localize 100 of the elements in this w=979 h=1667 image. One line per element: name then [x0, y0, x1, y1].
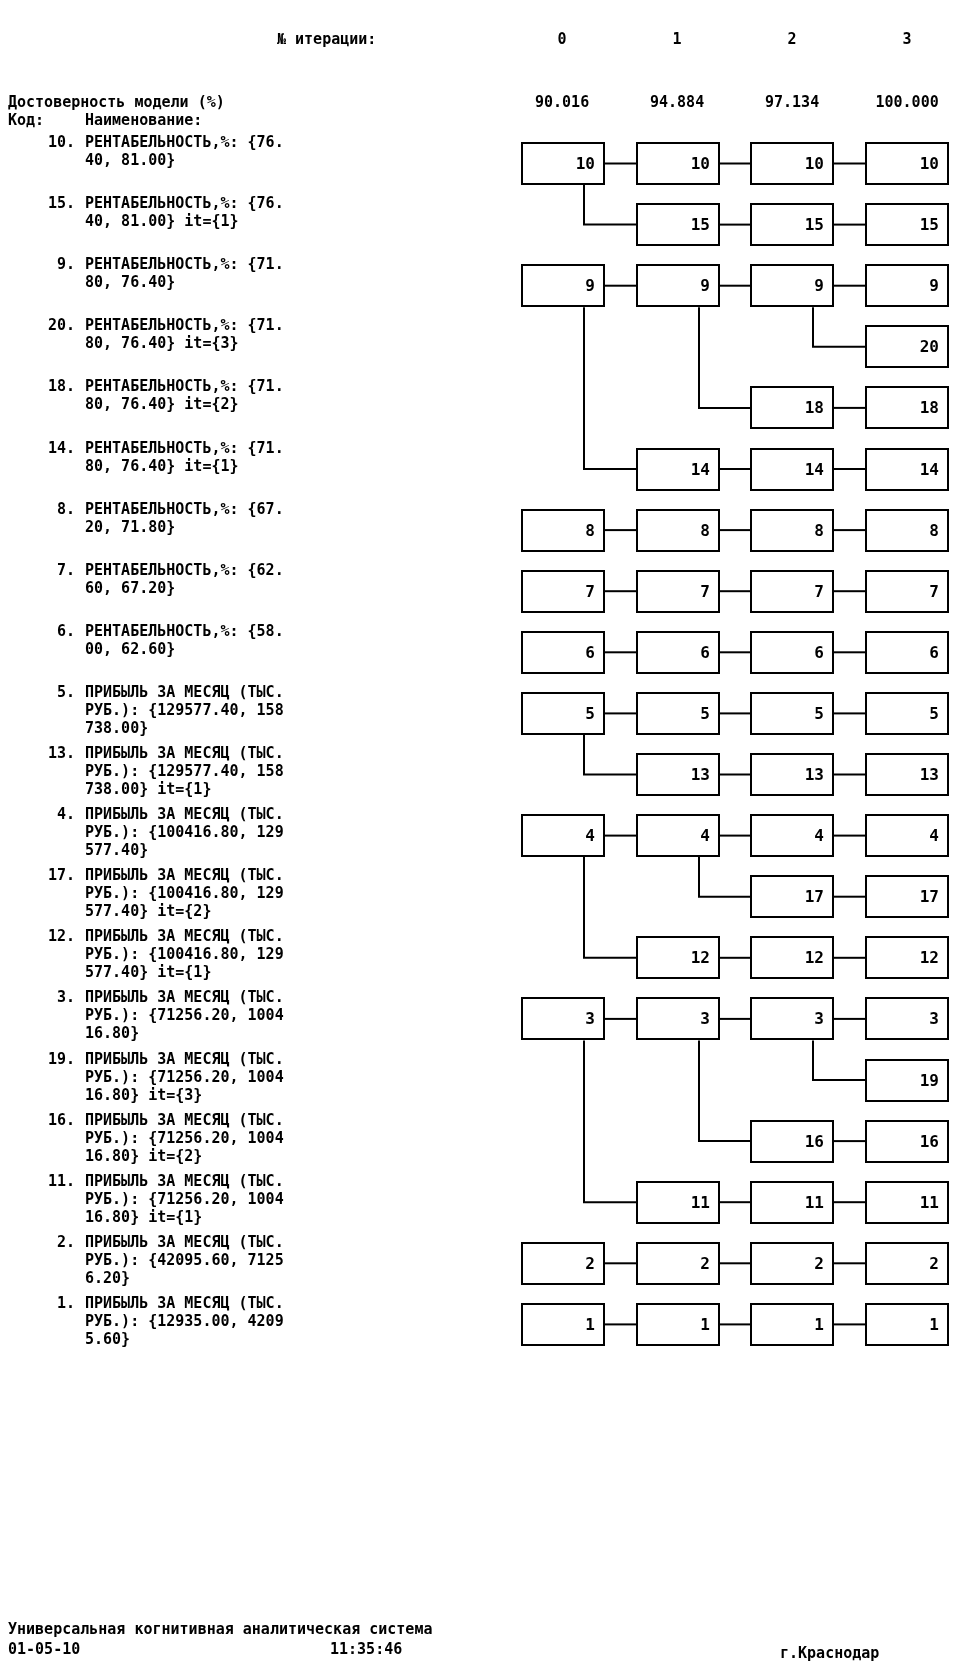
- code-box: 7: [521, 569, 605, 613]
- category-name: РЕНТАБЕЛЬНОСТЬ,%: {62. 60, 67.20}: [85, 560, 284, 597]
- connector-line: [833, 956, 866, 959]
- code-number: 12.: [48, 927, 76, 946]
- category-name: РЕНТАБЕЛЬНОСТЬ,%: {76. 40, 81.00}: [85, 133, 284, 169]
- category-name: ПРИБЫЛЬ ЗА МЕСЯЦ (ТЫС. РУБ.): {71256.20, 1004 16.80} it={3}: [85, 1049, 284, 1104]
- code-box: 3: [521, 997, 605, 1041]
- code-box: 20: [865, 325, 949, 369]
- code-box: 4: [865, 814, 949, 858]
- connector-line: [812, 306, 866, 348]
- code-box: 18: [865, 386, 949, 430]
- header-label: Достоверность модели (%): [8, 93, 225, 111]
- code-box: 8: [750, 508, 834, 552]
- connector-line: [719, 712, 751, 715]
- code-box: 12: [636, 936, 720, 980]
- code-number: 1.: [57, 1293, 76, 1312]
- code-box: 3: [865, 997, 949, 1041]
- code-box: 7: [865, 569, 949, 613]
- connector-line: [833, 712, 866, 715]
- iteration-number: 0: [557, 30, 567, 48]
- category-name: РЕНТАБЕЛЬНОСТЬ,%: {76. 40, 81.00} it={1}: [85, 194, 284, 231]
- iteration-number: 1: [672, 30, 682, 48]
- code-box: 2: [865, 1241, 949, 1285]
- accuracy-value: 100.000: [875, 93, 939, 111]
- connector-line: [604, 162, 637, 165]
- connector-line: [604, 1017, 637, 1020]
- connector-line: [719, 1262, 751, 1265]
- code-box: 6: [636, 630, 720, 674]
- code-box: 13: [750, 753, 834, 796]
- code-number: 2.: [57, 1232, 76, 1251]
- category-name: ПРИБЫЛЬ ЗА МЕСЯЦ (ТЫС. РУБ.): {71256.20, 1004 16.80} it={1}: [85, 1171, 284, 1226]
- category-name: ПРИБЫЛЬ ЗА МЕСЯЦ (ТЫС. РУБ.): {100416.80, 129 577.40} it={1}: [85, 927, 284, 982]
- code-box: 9: [750, 264, 834, 308]
- code-box: 17: [865, 875, 949, 919]
- code-number: 7.: [57, 560, 76, 579]
- code-box: 15: [636, 203, 720, 247]
- code-box: 4: [750, 814, 834, 858]
- code-box: 8: [521, 508, 605, 552]
- connector-line: [833, 590, 866, 593]
- accuracy-value: 97.134: [765, 93, 820, 111]
- code-box: 5: [865, 691, 949, 735]
- code-number: 8.: [57, 499, 76, 518]
- code-number: 11.: [48, 1171, 76, 1190]
- connector-line: [833, 162, 866, 165]
- code-number: 17.: [48, 866, 76, 885]
- category-name: РЕНТАБЕЛЬНОСТЬ,%: {71. 80, 76.40} it={3}: [85, 316, 284, 353]
- code-box: 7: [750, 569, 834, 613]
- code-box: 15: [750, 203, 834, 247]
- connector-line: [583, 306, 637, 470]
- connector-line: [833, 406, 866, 409]
- code-box: 11: [865, 1180, 949, 1224]
- code-box: 2: [750, 1241, 834, 1285]
- connector-line: [583, 1039, 637, 1204]
- code-number: 14.: [48, 438, 76, 457]
- code-box: 11: [750, 1180, 834, 1224]
- footer-text: Универсальная когнитивная аналитическая система: [8, 1620, 433, 1638]
- code-box: 10: [865, 142, 949, 185]
- connector-line: [719, 223, 751, 226]
- connector-line: [833, 529, 866, 532]
- code-box: 2: [521, 1241, 605, 1285]
- iteration-number: 3: [902, 30, 912, 48]
- code-box: 13: [865, 753, 949, 796]
- connector-line: [719, 284, 751, 287]
- code-number: 5.: [57, 682, 76, 701]
- connector-line: [833, 284, 866, 287]
- footer-place: г.Краснодар: [780, 1644, 880, 1662]
- category-name: РЕНТАБЕЛЬНОСТЬ,%: {71. 80, 76.40} it={2}: [85, 377, 284, 414]
- connector-line: [583, 856, 637, 959]
- code-box: 12: [865, 936, 949, 980]
- category-name: РЕНТАБЕЛЬНОСТЬ,%: {71. 80, 76.40} it={1}: [85, 438, 284, 475]
- category-name: ПРИБЫЛЬ ЗА МЕСЯЦ (ТЫС. РУБ.): {129577.40, 158 738.00}: [85, 682, 284, 737]
- code-box: 10: [636, 142, 720, 185]
- connector-line: [719, 162, 751, 165]
- category-name: ПРИБЫЛЬ ЗА МЕСЯЦ (ТЫС. РУБ.): {71256.20, 1004 16.80} it={2}: [85, 1110, 284, 1165]
- code-box: 10: [521, 142, 605, 185]
- connector-line: [604, 529, 637, 532]
- code-number: 20.: [48, 316, 76, 335]
- code-number: 10.: [48, 133, 76, 151]
- connector-line: [583, 184, 637, 226]
- code-box: 14: [636, 447, 720, 491]
- connector-line: [719, 1201, 751, 1204]
- connector-line: [833, 468, 866, 470]
- connector-line: [833, 1201, 866, 1204]
- code-number: 9.: [57, 255, 76, 274]
- column-heading: Наименование:: [85, 111, 203, 129]
- connector-line: [833, 1017, 866, 1020]
- connector-line: [719, 529, 751, 532]
- code-number: 13.: [48, 744, 76, 762]
- connector-line: [604, 834, 637, 837]
- category-name: РЕНТАБЕЛЬНОСТЬ,%: {71. 80, 76.40}: [85, 255, 284, 292]
- connector-line: [604, 1262, 637, 1265]
- code-box: 6: [865, 630, 949, 674]
- code-box: 14: [750, 447, 834, 491]
- code-number: 3.: [57, 988, 76, 1007]
- footer-time: 11:35:46: [330, 1640, 403, 1658]
- code-number: 4.: [57, 805, 76, 824]
- category-name: ПРИБЫЛЬ ЗА МЕСЯЦ (ТЫС. РУБ.): {100416.80, 129 577.40}: [85, 805, 284, 860]
- connector-line: [833, 834, 866, 837]
- connector-line: [719, 834, 751, 837]
- accuracy-value: 90.016: [535, 93, 590, 111]
